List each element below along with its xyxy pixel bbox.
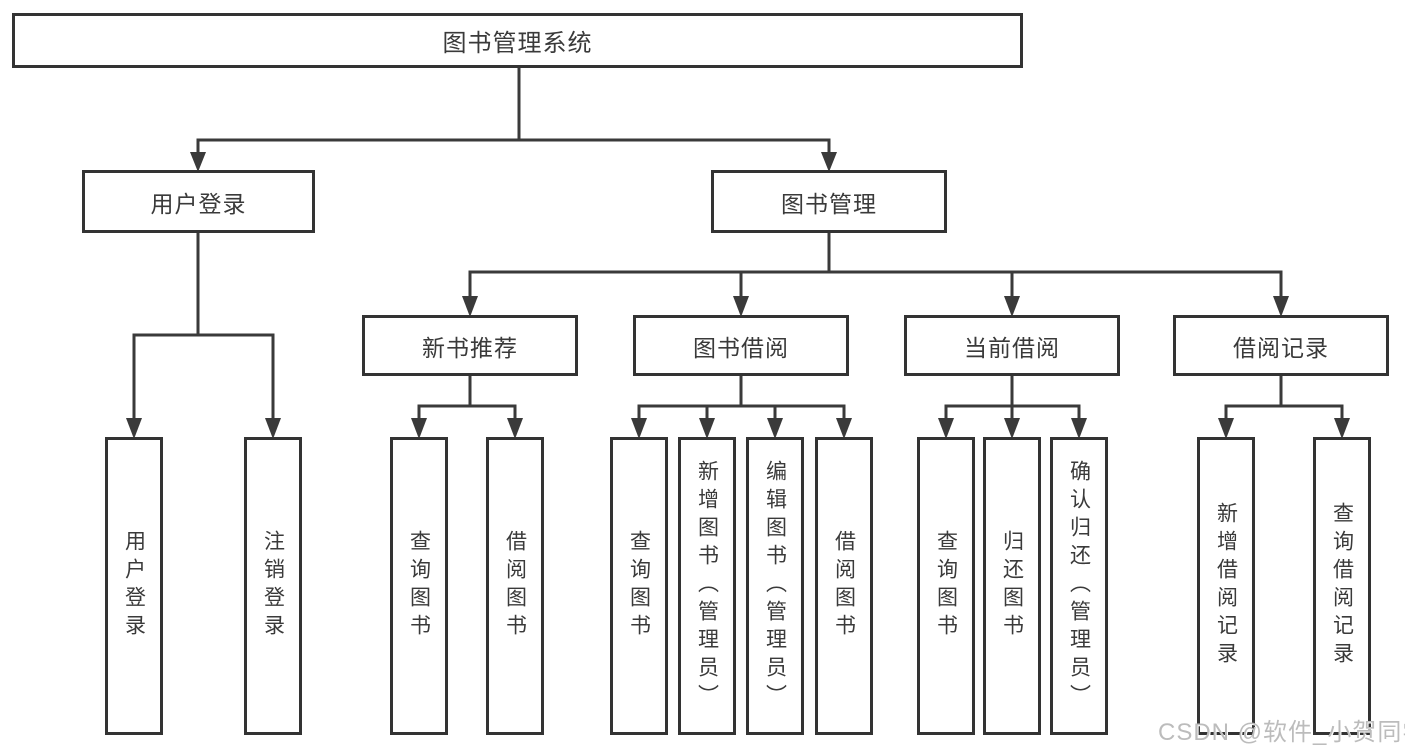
node-label: 用户登录 — [122, 530, 146, 642]
node-label: 确认归还（管理员） — [1067, 460, 1091, 712]
leaf-borrow-books-recommend: 借阅图书 — [486, 437, 544, 735]
leaf-logout: 注销登录 — [244, 437, 302, 735]
node-label: 编辑图书（管理员） — [763, 460, 787, 712]
node-label: 图书借阅 — [693, 334, 789, 361]
node-label: 查询图书 — [407, 530, 431, 642]
leaf-query-books-recommend: 查询图书 — [390, 437, 448, 735]
leaf-borrow-books: 借阅图书 — [815, 437, 873, 735]
node-library-management-system: 图书管理系统 — [12, 13, 1023, 68]
node-label: 图书管理 — [781, 190, 877, 217]
node-book-management: 图书管理 — [711, 170, 947, 233]
node-user-login: 用户登录 — [82, 170, 315, 233]
node-label: 用户登录 — [150, 190, 247, 217]
leaf-add-books-admin: 新增图书（管理员） — [678, 437, 736, 735]
node-label: 新书推荐 — [422, 334, 518, 361]
csdn-watermark: CSDN @软件_小贺同学 — [1158, 719, 1405, 746]
node-book-borrow: 图书借阅 — [633, 315, 849, 376]
leaf-query-books-current: 查询图书 — [917, 437, 975, 735]
node-label: 借阅图书 — [503, 530, 527, 642]
node-label: 图书管理系统 — [442, 30, 593, 57]
node-label: 查询图书 — [627, 530, 651, 642]
node-current-borrow: 当前借阅 — [904, 315, 1120, 376]
node-label: 借阅记录 — [1233, 334, 1329, 361]
leaf-return-books: 归还图书 — [983, 437, 1041, 735]
arrowheads — [126, 152, 1350, 439]
leaf-confirm-return-admin: 确认归还（管理员） — [1050, 437, 1108, 735]
node-label: 查询图书 — [934, 530, 958, 642]
node-label: 当前借阅 — [964, 334, 1060, 361]
leaf-add-borrow-record: 新增借阅记录 — [1197, 437, 1255, 735]
node-label: 注销登录 — [261, 530, 285, 642]
node-new-book-recommend: 新书推荐 — [362, 315, 578, 376]
node-label: 查询借阅记录 — [1330, 502, 1354, 670]
node-label: 归还图书 — [1000, 530, 1024, 642]
node-label: 新增图书（管理员） — [695, 460, 719, 712]
node-label: 新增借阅记录 — [1214, 502, 1238, 670]
leaf-query-borrow-record: 查询借阅记录 — [1313, 437, 1371, 735]
node-borrow-records: 借阅记录 — [1173, 315, 1389, 376]
leaf-query-books-borrow: 查询图书 — [610, 437, 668, 735]
leaf-edit-books-admin: 编辑图书（管理员） — [746, 437, 804, 735]
node-label: 借阅图书 — [832, 530, 856, 642]
leaf-user-login: 用户登录 — [105, 437, 163, 735]
